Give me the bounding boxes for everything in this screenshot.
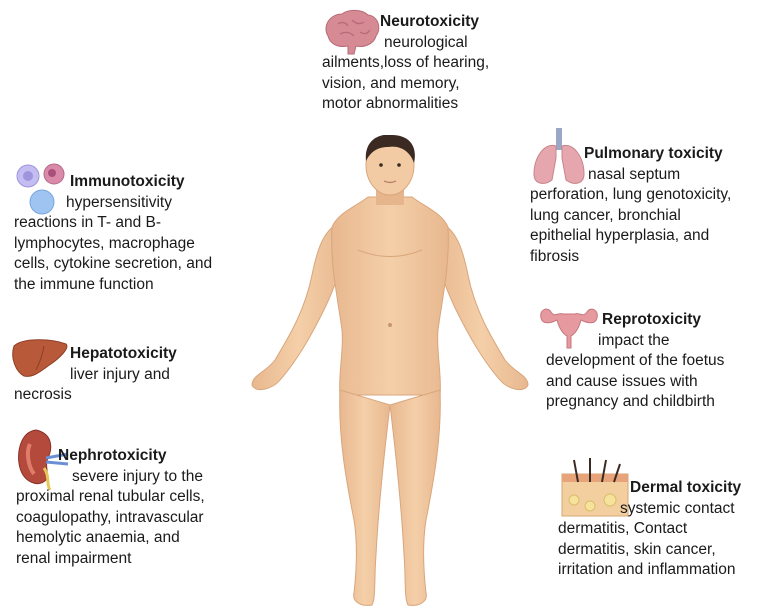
nephrotoxicity-body: severe injury to the proximal renal tubu…: [16, 468, 205, 567]
pulmonary-body: nasal septum perforation, lung genotoxic…: [530, 166, 731, 265]
left-leg: [340, 390, 390, 605]
right-leg: [390, 390, 440, 605]
nephrotoxicity-block: Nephrotoxicity severe injury to the prox…: [16, 446, 256, 569]
hepatotoxicity-body: liver injury and necrosis: [14, 366, 170, 404]
left-arm: [252, 220, 345, 390]
reprotoxicity-body: impact the development of the foetus and…: [546, 332, 724, 411]
pulmonary-block: Pulmonary toxicity nasal septum perforat…: [530, 144, 770, 267]
hepatotoxicity-title: Hepatotoxicity: [70, 345, 177, 362]
human-body-figure: [250, 135, 530, 609]
torso: [332, 197, 449, 395]
neurotoxicity-body: neurological ailments,loss of hearing, v…: [322, 34, 489, 113]
immunotoxicity-body: hypersensitivity reactions in T- and B- …: [14, 194, 212, 293]
immunotoxicity-title: Immunotoxicity: [70, 173, 185, 190]
pulmonary-title: Pulmonary toxicity: [584, 145, 723, 162]
nephrotoxicity-title: Nephrotoxicity: [58, 447, 167, 464]
navel: [388, 323, 392, 327]
immunotoxicity-block: Immunotoxicity hypersensitivity reaction…: [14, 172, 254, 295]
left-eye: [379, 163, 383, 167]
neurotoxicity-block: Neurotoxicity neurological ailments,loss…: [322, 12, 522, 115]
right-eye: [397, 163, 401, 167]
dermal-block: Dermal toxicity systemic contact dermati…: [558, 478, 774, 581]
dermal-body: systemic contact dermatitis, Contact der…: [558, 500, 735, 579]
neurotoxicity-title: Neurotoxicity: [380, 13, 479, 30]
dermal-title: Dermal toxicity: [630, 479, 741, 496]
reprotoxicity-title: Reprotoxicity: [602, 311, 701, 328]
right-arm: [435, 220, 528, 390]
reprotoxicity-block: Reprotoxicity impact the development of …: [546, 310, 774, 413]
hepatotoxicity-block: Hepatotoxicity liver injury and necrosis: [14, 344, 234, 406]
